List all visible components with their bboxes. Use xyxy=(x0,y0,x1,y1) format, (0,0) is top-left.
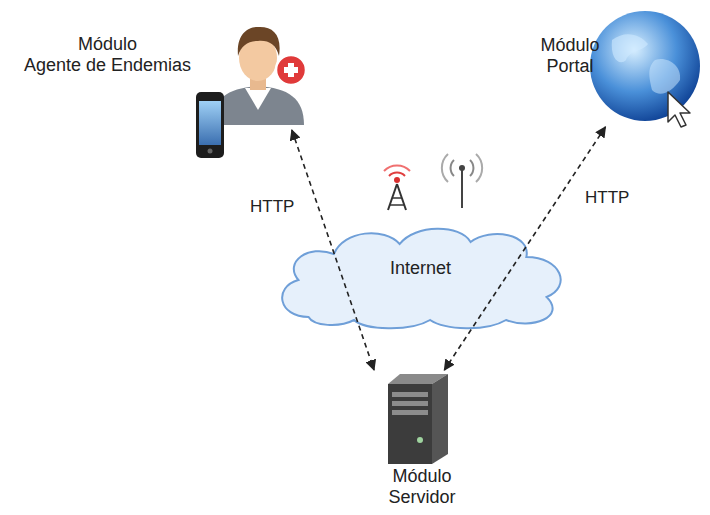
tower-leg xyxy=(388,184,397,210)
http-connector xyxy=(444,127,605,370)
antenna xyxy=(442,154,482,208)
tower-leg xyxy=(397,184,406,210)
drive-bay xyxy=(392,410,428,415)
globe xyxy=(590,11,700,121)
signal-wave xyxy=(470,160,473,176)
signal-wave xyxy=(389,173,405,176)
drive-bay xyxy=(392,401,428,406)
signal-wave xyxy=(442,154,448,182)
cursor-arrow xyxy=(668,92,690,127)
person-body xyxy=(212,86,304,125)
module-actor: Módulo Servidor xyxy=(372,370,476,508)
tower-bar xyxy=(390,204,404,206)
node-label: Módulo Portal xyxy=(525,35,615,76)
server-icon xyxy=(388,374,448,464)
server-front xyxy=(388,384,432,464)
signal-wave xyxy=(384,165,410,171)
health-badge xyxy=(276,55,306,85)
node-label: Módulo Agente de Endemias xyxy=(10,34,205,75)
globe-land xyxy=(649,59,680,94)
person-shirt xyxy=(245,88,271,110)
signal-wave xyxy=(451,160,454,176)
globe-icon xyxy=(590,11,700,127)
person-icon xyxy=(212,27,306,125)
module-actor: Módulo Agente de Endemias xyxy=(10,30,310,130)
phone-body xyxy=(196,92,224,158)
globe-land xyxy=(612,34,648,62)
tower-top xyxy=(394,177,400,183)
health-cross xyxy=(288,63,294,77)
radio-tower xyxy=(384,165,410,210)
node-label: Internet xyxy=(268,258,573,279)
http-connector xyxy=(292,130,374,370)
signal-wave xyxy=(476,154,482,182)
power-light xyxy=(417,437,423,443)
antenna-mast xyxy=(461,170,463,208)
antenna-top xyxy=(459,165,465,171)
phone-icon xyxy=(196,92,224,158)
network-cloud: Internet xyxy=(268,222,577,330)
person-hair xyxy=(238,27,280,56)
protocol-label: HTTP xyxy=(585,188,629,208)
server-side xyxy=(432,374,448,464)
cloud-outline xyxy=(282,229,560,329)
phone-screen xyxy=(199,101,221,145)
phone-button xyxy=(208,149,213,154)
drive-bay xyxy=(392,392,428,397)
protocol-label: HTTP xyxy=(250,197,294,217)
module-actor: Módulo Portal xyxy=(525,5,705,127)
node-label: Módulo Servidor xyxy=(372,466,472,507)
tower-bar xyxy=(392,197,402,199)
